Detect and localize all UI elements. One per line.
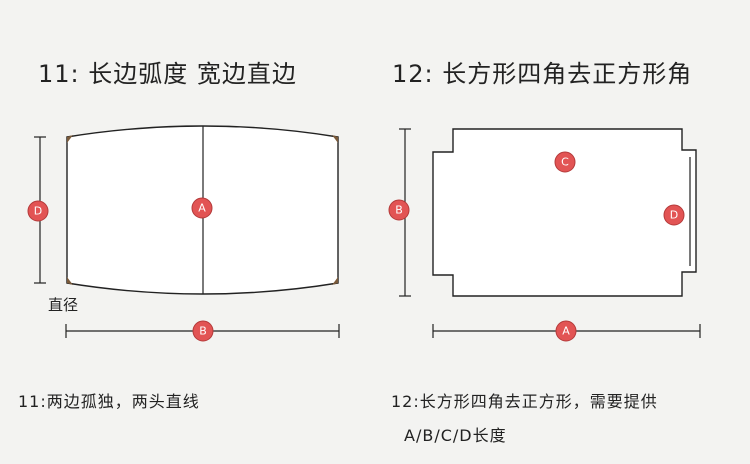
- diameter-label: 直径: [48, 296, 78, 314]
- badge-c-right: C: [554, 151, 576, 173]
- shape-12: [432, 128, 697, 297]
- title-right: 12: 长方形四角去正方形角: [392, 60, 693, 88]
- badge-c-right-text: C: [561, 156, 569, 169]
- badge-a-right-text: A: [562, 325, 570, 338]
- badge-b-left: B: [192, 320, 214, 342]
- badge-a-left-text: A: [198, 202, 206, 215]
- badge-b-right: B: [388, 199, 410, 221]
- badge-d-left: D: [27, 200, 49, 222]
- note-left: 11:两边孤独，两头直线: [18, 392, 200, 411]
- badge-a-left: A: [191, 197, 213, 219]
- corner-marks: [67, 135, 338, 285]
- badge-d-left-text: D: [34, 205, 42, 218]
- badge-b-left-text: B: [199, 325, 207, 338]
- notched-rectangle: [432, 128, 697, 297]
- note-right-line2: A/B/C/D长度: [404, 426, 507, 445]
- title-left: 11: 长边弧度 宽边直边: [38, 60, 297, 88]
- badge-d-right-text: D: [670, 209, 678, 222]
- note-right-line1: 12:长方形四角去正方形，需要提供: [391, 392, 658, 411]
- badge-d-right: D: [663, 204, 685, 226]
- badge-a-right: A: [555, 320, 577, 342]
- badge-b-right-text: B: [395, 204, 403, 217]
